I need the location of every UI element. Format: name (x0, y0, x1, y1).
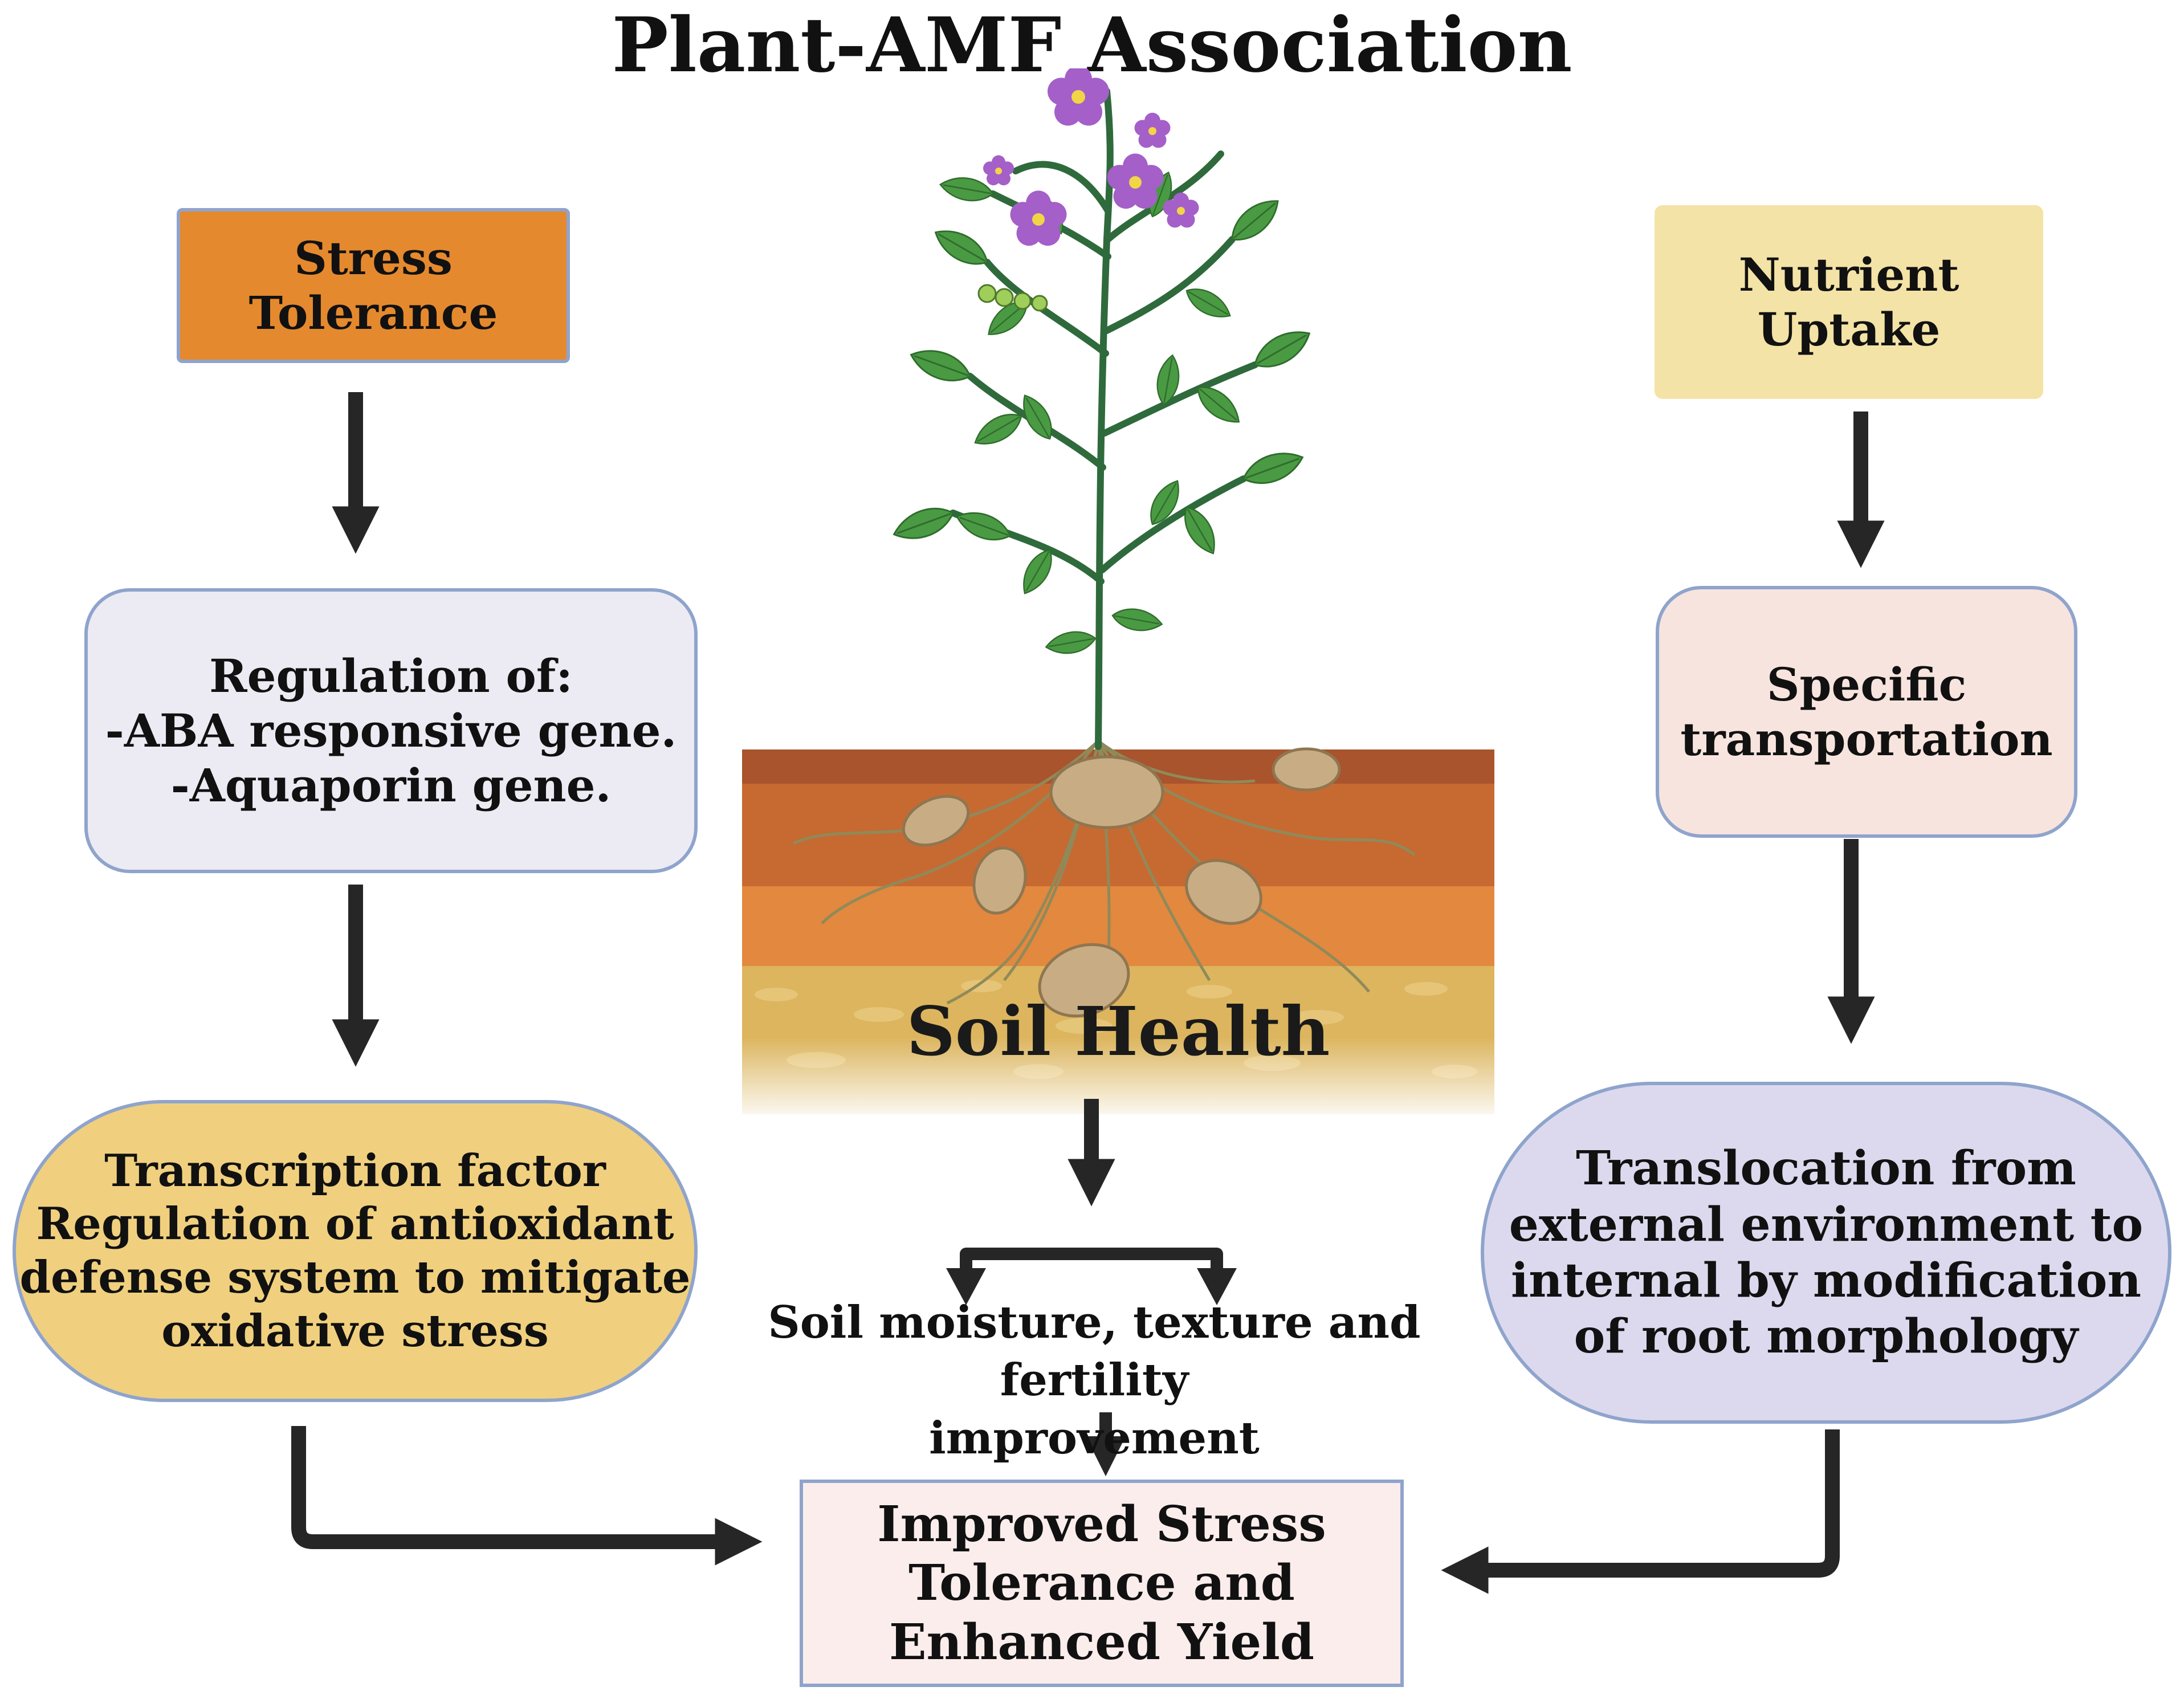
gene-regulation-box: Regulation of: -ABA responsive gene. -Aq… (84, 588, 698, 873)
transcription-factor-box: Transcription factor Regulation of antio… (13, 1100, 698, 1402)
diagram-title: Plant-AMF Association (612, 1, 1572, 89)
specific-transportation-label: Specific transportation (1680, 658, 2053, 766)
nutrient-uptake-box: Nutrient Uptake (1655, 205, 2043, 399)
nutrient-uptake-label: Nutrient Uptake (1738, 248, 1959, 356)
specific-transportation-box: Specific transportation (1656, 586, 2077, 838)
potato-plant-with-soil-layers-icon (742, 68, 1494, 1123)
gene-regulation-label: Regulation of: -ABA responsive gene. -Aq… (105, 649, 677, 812)
result-box: Improved Stress Tolerance and Enhanced Y… (800, 1480, 1404, 1687)
arrow-transcription-to-result (291, 1426, 763, 1566)
translocation-label: Translocation from external environment … (1509, 1141, 2144, 1364)
split-arrowhead-right (1197, 1268, 1237, 1305)
result-label: Improved Stress Tolerance and Enhanced Y… (877, 1496, 1326, 1671)
stress-tolerance-label: Stress Tolerance (248, 231, 498, 340)
translocation-box: Translocation from external environment … (1481, 1082, 2171, 1424)
soil-improvement-label: Soil moisture, texture and fertility imp… (768, 1297, 1421, 1464)
split-arrowhead-left (946, 1268, 986, 1305)
stress-tolerance-box: Stress Tolerance (177, 208, 570, 363)
transcription-factor-label: Transcription factor Regulation of antio… (19, 1144, 691, 1357)
soil-health-label: Soil Health (906, 992, 1330, 1071)
arrow-soil-split (960, 1248, 1223, 1285)
arrow-translocation-to-result (1441, 1429, 1840, 1594)
